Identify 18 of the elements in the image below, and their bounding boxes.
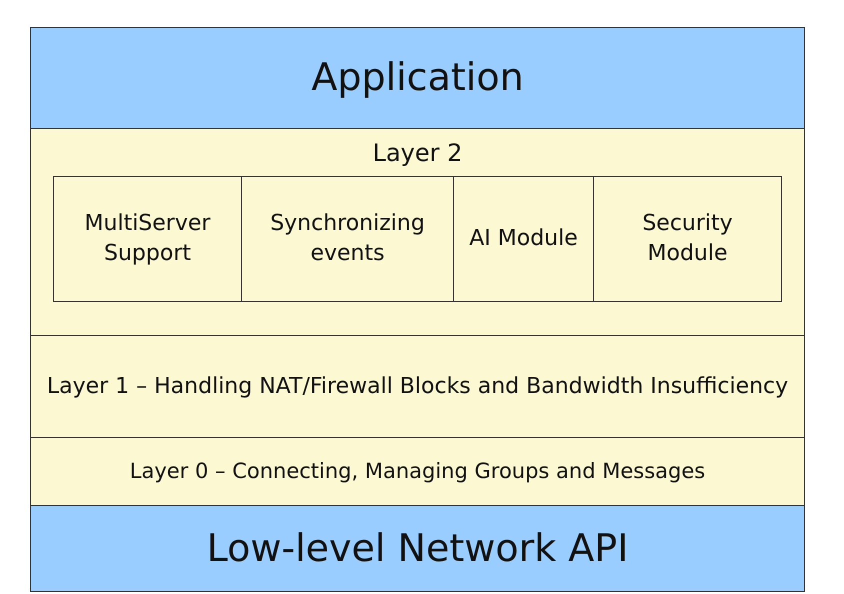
layer-title: Layer 2	[372, 138, 462, 169]
layer-band	[30, 437, 805, 506]
layer-band	[30, 27, 805, 129]
module-box	[593, 176, 782, 302]
layer-label: Layer 0 – Connecting, Managing Groups and Messages	[130, 458, 706, 486]
layer-label: Application	[311, 54, 524, 102]
layer-label: Low-level Network API	[206, 524, 628, 572]
module-box	[453, 176, 594, 302]
layer-band	[30, 505, 805, 592]
layer-label: Layer 1 – Handling NAT/Firewall Blocks and Bandwidth Insufficiency	[46, 372, 788, 401]
layer-label: Synchronizing events	[269, 210, 426, 268]
layer-label: MultiServer Support	[84, 210, 212, 268]
layer-label: AI Module	[469, 225, 578, 254]
layer-label: Security Module	[641, 210, 734, 268]
module-box	[53, 176, 242, 302]
layer-panel	[30, 128, 805, 336]
module-box	[241, 176, 454, 302]
layer-band	[30, 335, 805, 438]
